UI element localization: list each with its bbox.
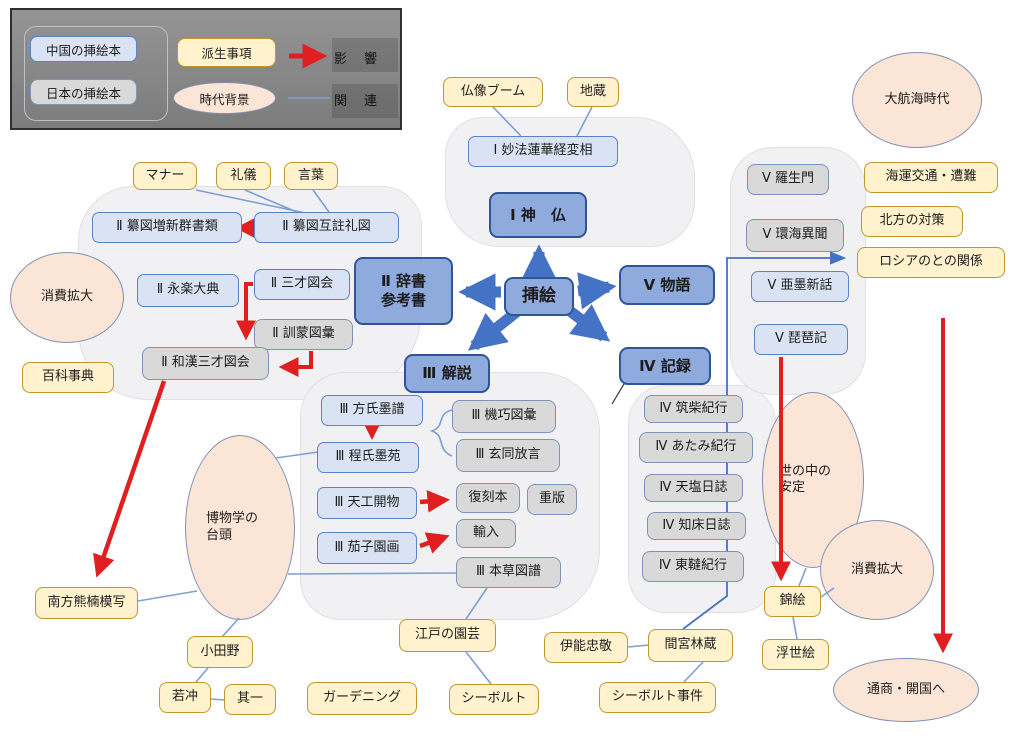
node-minakata-mosha[interactable]: 南方熊楠模写: [35, 587, 138, 619]
node-sanzu-zoshin[interactable]: Ⅱ 纂図増新群書類: [92, 212, 242, 243]
node-shohi-kakudai-left[interactable]: 消費拡大: [10, 252, 124, 343]
node-sansai-zue[interactable]: Ⅱ 三才図会: [254, 269, 350, 300]
node-teshio-nisshi[interactable]: Ⅳ 天塩日誌: [644, 474, 743, 502]
node-reigi[interactable]: 礼儀: [216, 162, 271, 190]
node-chikushi-kiko[interactable]: Ⅳ 筑柴紀行: [644, 395, 743, 423]
node-butsuzo-boom[interactable]: 仏像ブーム: [443, 77, 543, 107]
node-biwaki[interactable]: Ⅴ 琵琶記: [754, 324, 848, 355]
node-cat3-kaisetsu[interactable]: Ⅲ 解説: [404, 354, 490, 393]
node-hyakka-jiten[interactable]: 百科事典: [22, 362, 114, 393]
node-ukiyoe[interactable]: 浮世絵: [762, 639, 829, 670]
node-tenko-kaibutsu[interactable]: Ⅲ 天工開物: [317, 487, 417, 519]
node-russia-kankei[interactable]: ロシアのとの関係: [857, 247, 1005, 278]
node-fukkokubon[interactable]: 復刻本: [456, 483, 520, 513]
node-kankai-ibun[interactable]: Ⅴ 環海異聞: [746, 219, 844, 252]
node-siebold[interactable]: シーボルト: [449, 684, 539, 715]
node-cat5-monogatari[interactable]: Ⅴ 物語: [619, 265, 715, 305]
legend-china-book[interactable]: 中国の挿絵本: [30, 36, 137, 62]
node-shohi-kakudai-right[interactable]: 消費拡大: [820, 520, 934, 620]
node-kotoba[interactable]: 言葉: [284, 162, 338, 190]
node-shiretoko-nisshi[interactable]: Ⅳ 知床日誌: [647, 512, 746, 540]
node-jakuchu[interactable]: 若冲: [159, 682, 211, 713]
node-manner[interactable]: マナー: [133, 162, 197, 190]
hub-arrows: [458, 244, 617, 351]
node-tsusho-kaikoku[interactable]: 通商・開国へ: [833, 658, 979, 722]
node-hoshi-bokufu[interactable]: Ⅲ 方氏墨譜: [321, 395, 423, 426]
node-kashien-ga[interactable]: Ⅲ 茄子園画: [317, 532, 417, 564]
legend-japan-book[interactable]: 日本の挿絵本: [30, 79, 137, 105]
legend-influence-patch: [332, 38, 398, 72]
node-hoppo-taisaku[interactable]: 北方の対策: [861, 206, 963, 237]
node-gendo-hogen[interactable]: Ⅲ 玄同放言: [456, 439, 560, 472]
node-karakuri-zui[interactable]: Ⅲ 機巧図彙: [452, 400, 556, 433]
node-mamiya-rinzo[interactable]: 間宮林蔵: [648, 629, 733, 662]
node-honzo-zufu[interactable]: Ⅲ 本草図譜: [456, 557, 561, 588]
node-gardening[interactable]: ガーデニング: [307, 682, 417, 715]
node-hub-sashie[interactable]: 挿絵: [504, 277, 574, 316]
node-kinmo-zui[interactable]: Ⅱ 訓蒙図彙: [254, 319, 353, 350]
node-abokushinwa[interactable]: Ⅴ 亜墨新話: [751, 271, 849, 302]
node-atami-kiko[interactable]: Ⅳ あたみ紀行: [639, 432, 753, 463]
legend-relation-label: 関 連: [334, 94, 380, 109]
legend-era-background[interactable]: 時代背景: [173, 82, 276, 114]
node-teishi-bokuen[interactable]: Ⅲ 程氏墨苑: [317, 442, 419, 473]
node-juhan[interactable]: 重版: [527, 484, 577, 515]
node-odano[interactable]: 小田野: [187, 636, 253, 668]
node-cat2-jisho[interactable]: Ⅱ 辞書参考書: [354, 257, 453, 325]
legend-book-group: [24, 26, 168, 121]
arrow-kiroku-to-russia: [682, 251, 847, 630]
relation-lines: [137, 106, 835, 701]
legend-relation-patch: [332, 84, 398, 118]
legend-influence-label: 影 響: [334, 52, 380, 67]
node-wakan-sansai[interactable]: Ⅱ 和漢三才図会: [142, 347, 269, 380]
node-eiraku-taiten[interactable]: Ⅱ 永楽大典: [137, 274, 239, 307]
node-todatsu-kiko[interactable]: Ⅳ 東韃紀行: [642, 551, 744, 582]
node-edo-engei[interactable]: 江戸の園芸: [399, 619, 496, 652]
node-yunyu[interactable]: 輸入: [456, 519, 516, 548]
node-kiitsu[interactable]: 其一: [224, 684, 276, 715]
node-jizo[interactable]: 地蔵: [567, 77, 619, 107]
node-sanzu-gochu[interactable]: Ⅱ 纂図互註礼図: [254, 212, 399, 243]
node-myoho-rengekyo[interactable]: Ⅰ 妙法蓮華経変相: [468, 136, 618, 167]
node-hakubutsugaku[interactable]: 博物学の台頭: [185, 435, 295, 620]
node-siebold-jiken[interactable]: シーボルト事件: [599, 682, 716, 713]
node-kaiun-sonan[interactable]: 海運交通・遭難: [864, 162, 998, 193]
node-daikokai-jidai[interactable]: 大航海時代: [852, 52, 982, 148]
node-cat4-kiroku[interactable]: Ⅳ 記録: [619, 347, 711, 385]
node-cat1-shinbutsu[interactable]: Ⅰ 神 仏: [489, 192, 587, 238]
node-ino-tadataka[interactable]: 伊能忠敬: [544, 632, 628, 663]
node-rashomon[interactable]: Ⅴ 羅生門: [747, 164, 829, 195]
node-nishikie[interactable]: 錦絵: [764, 586, 821, 617]
legend-derived-item[interactable]: 派生事項: [177, 38, 276, 67]
